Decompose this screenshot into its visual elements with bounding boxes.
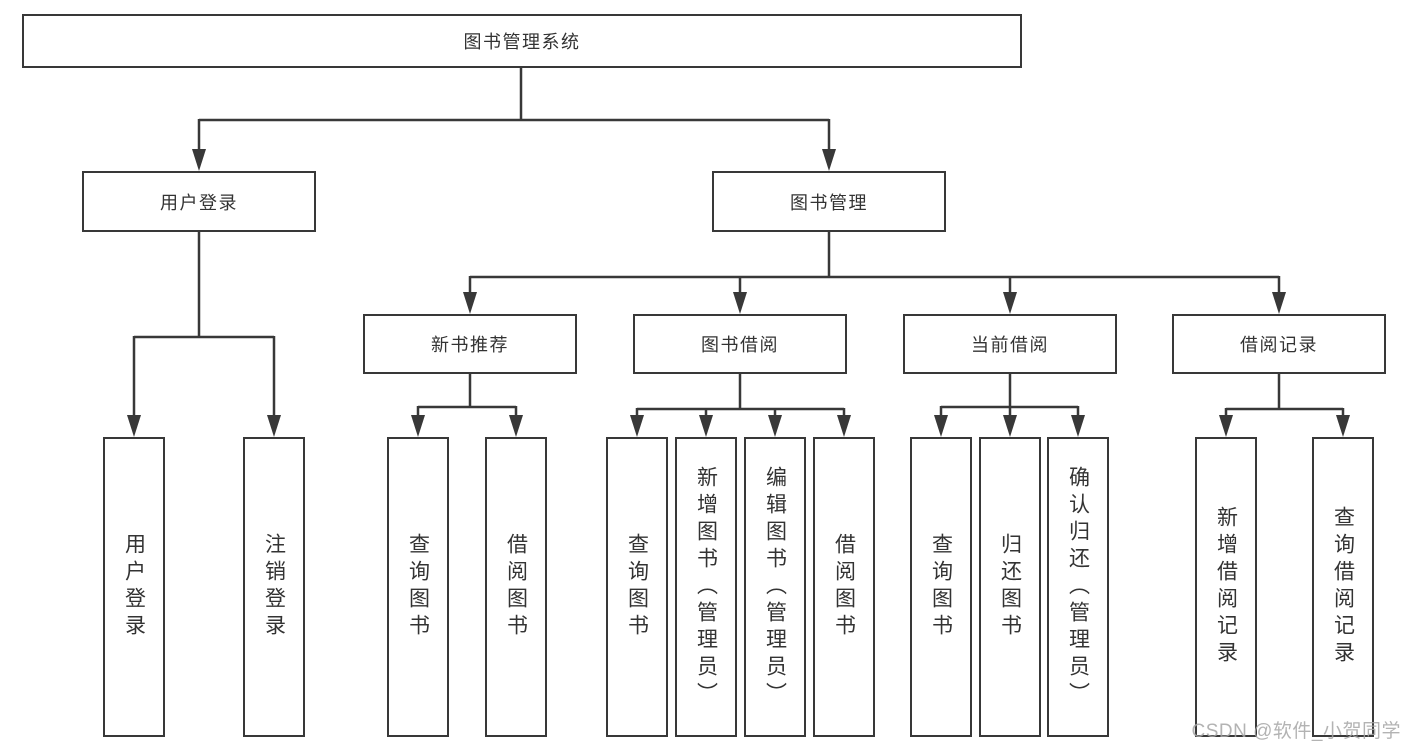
leaf-user-login: 用户登录 (103, 437, 165, 737)
node-new-book-recommend: 新书推荐 (363, 314, 577, 374)
node-borrow-records: 借阅记录 (1172, 314, 1386, 374)
leaf-borrow-books-recommend: 借阅图书 (485, 437, 547, 737)
node-root: 图书管理系统 (22, 14, 1022, 68)
leaf-logout: 注销登录 (243, 437, 305, 737)
node-book-management: 图书管理 (712, 171, 946, 232)
leaf-query-borrow-record: 查询借阅记录 (1312, 437, 1374, 737)
leaf-query-books-recommend: 查询图书 (387, 437, 449, 737)
leaf-add-books-admin: 新增图书（管理员） (675, 437, 737, 737)
leaf-add-borrow-record: 新增借阅记录 (1195, 437, 1257, 737)
watermark: CSDN @软件_小贺同学 (1191, 721, 1401, 742)
arrowheads (127, 149, 1350, 437)
node-current-borrow: 当前借阅 (903, 314, 1117, 374)
leaf-query-books-borrow: 查询图书 (606, 437, 668, 737)
node-user-login: 用户登录 (82, 171, 316, 232)
leaf-query-books-current: 查询图书 (910, 437, 972, 737)
leaf-confirm-return-admin: 确认归还（管理员） (1047, 437, 1109, 737)
leaf-borrow-books: 借阅图书 (813, 437, 875, 737)
leaf-return-books: 归还图书 (979, 437, 1041, 737)
leaf-edit-books-admin: 编辑图书（管理员） (744, 437, 806, 737)
node-book-borrow: 图书借阅 (633, 314, 847, 374)
